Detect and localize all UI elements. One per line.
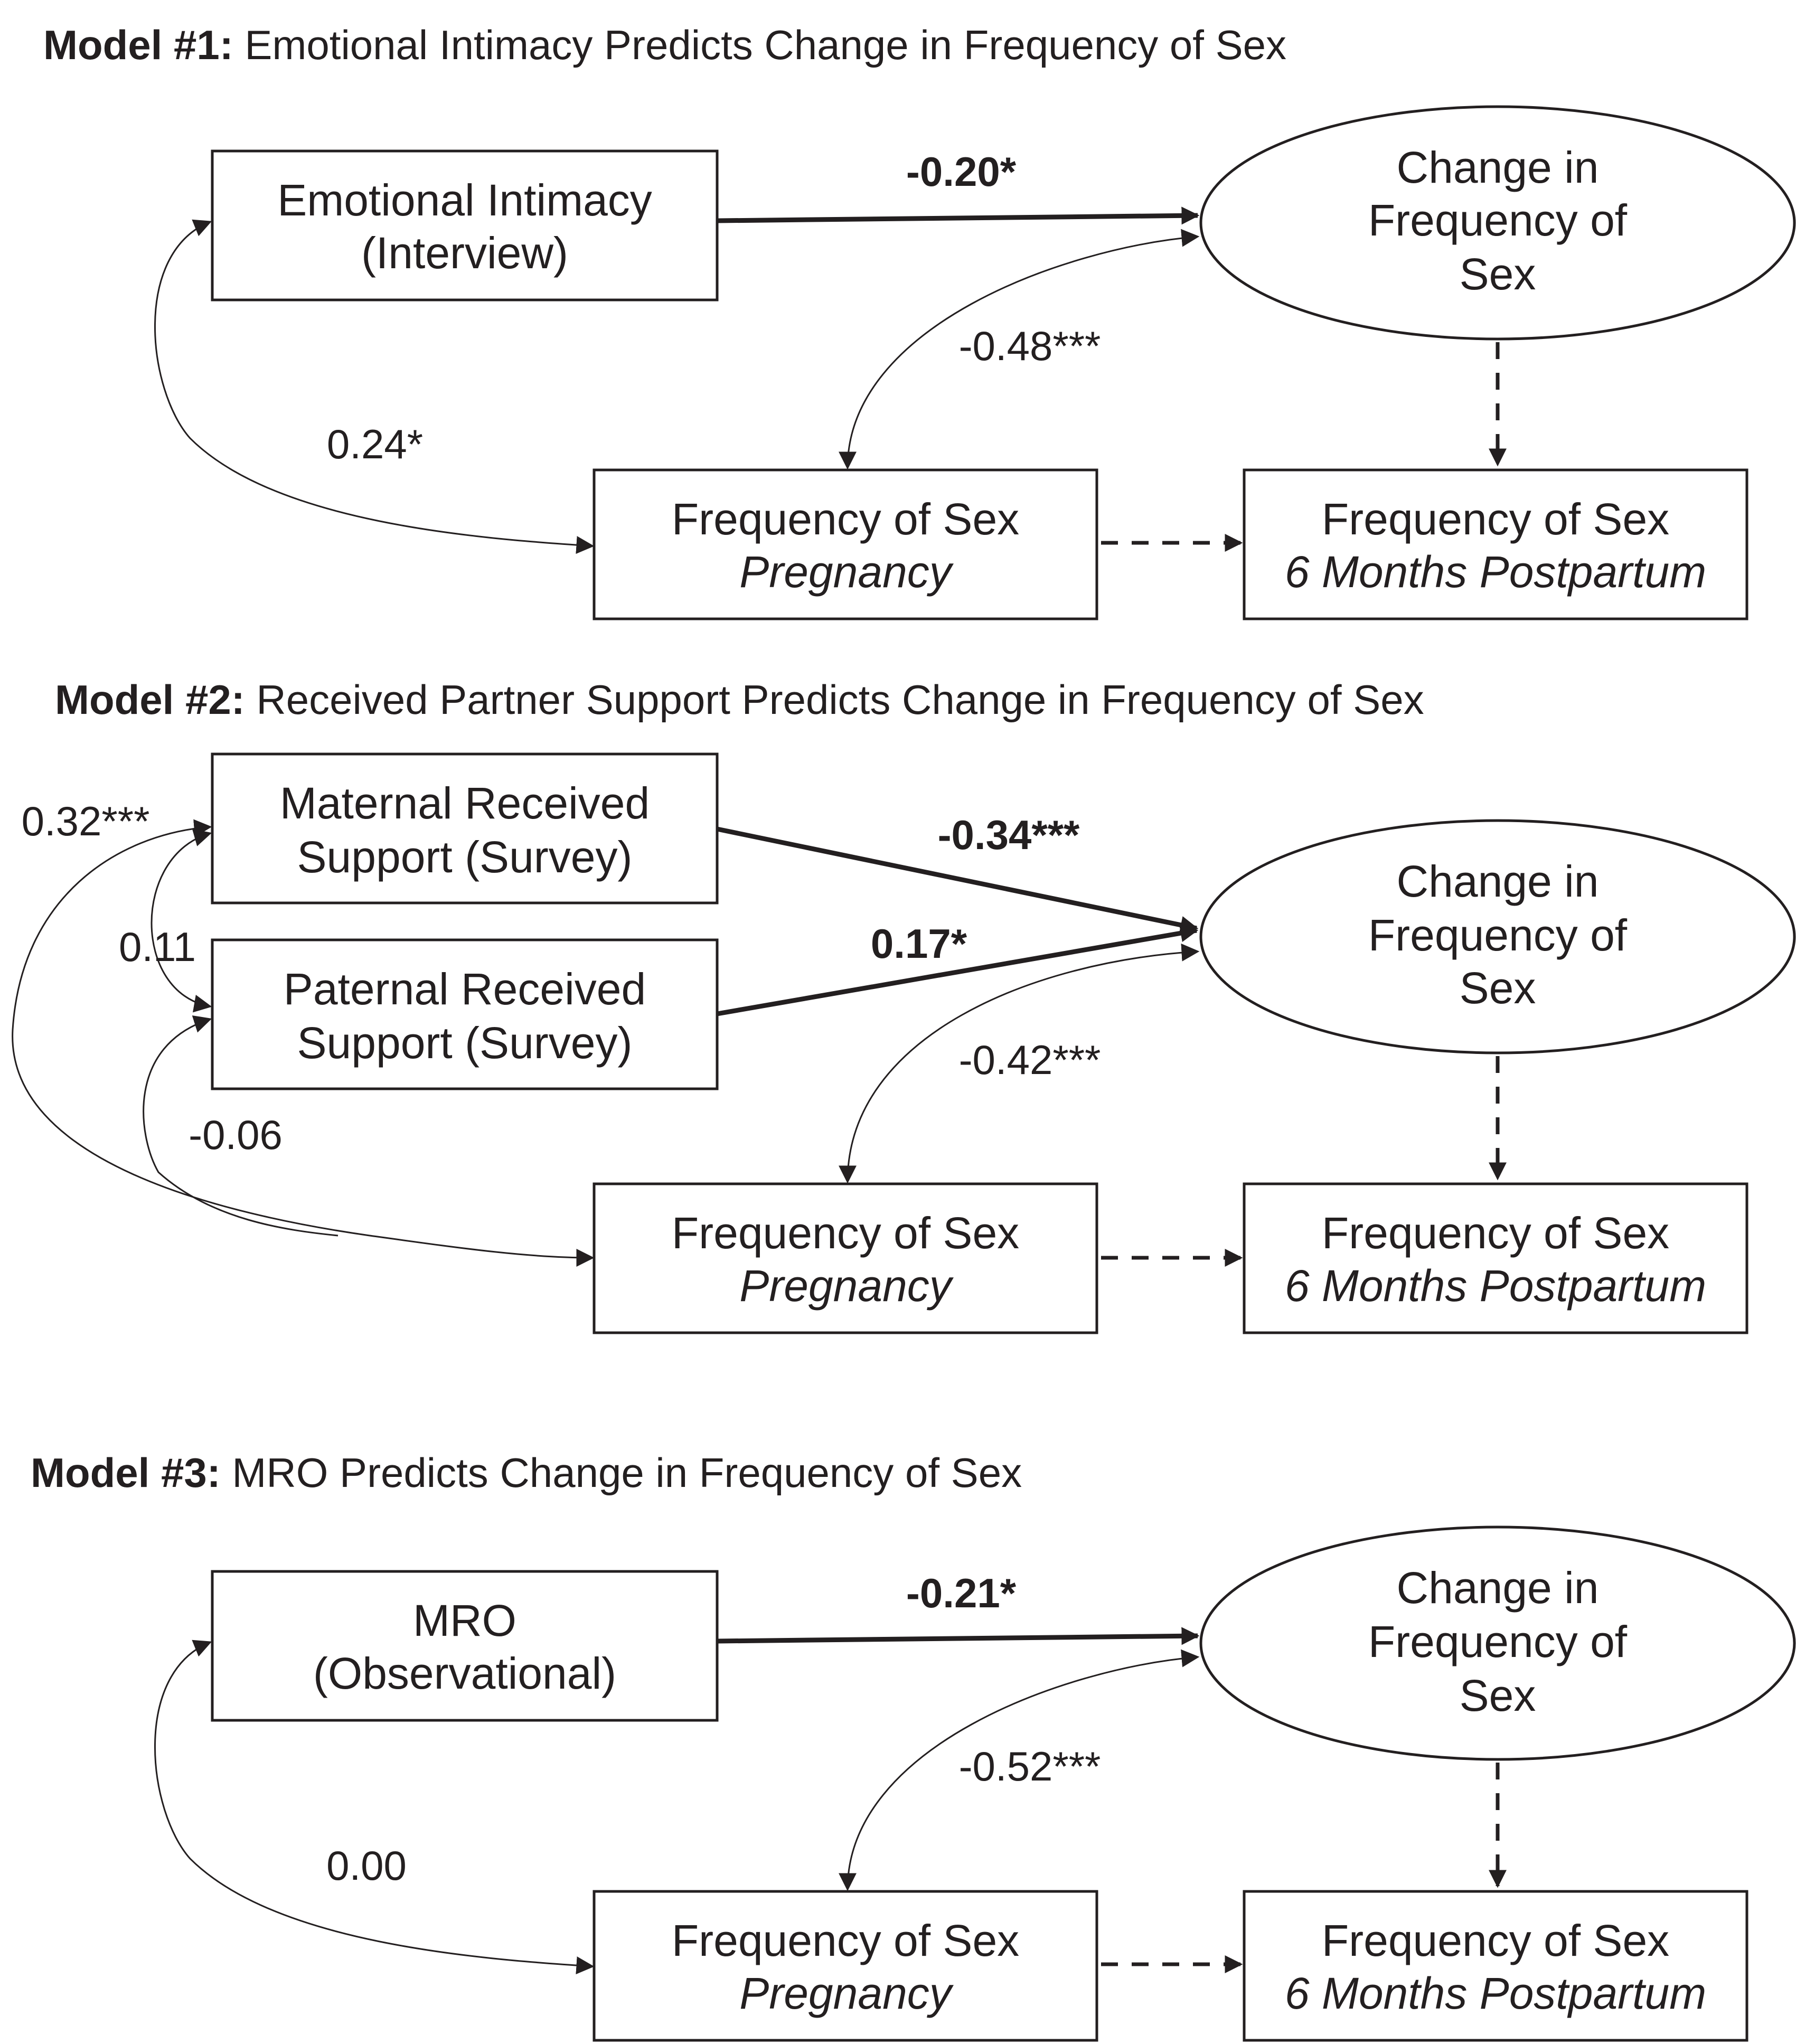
model-3-predictor-line2: (Observational)	[313, 1649, 616, 1698]
model-3-postpartum-line1: Frequency of Sex	[1322, 1916, 1669, 1965]
model-1-postpartum-line1: Frequency of Sex	[1322, 494, 1669, 544]
model-3-postpartum-line2: 6 Months Postpartum	[1285, 1968, 1706, 2018]
model-2-cov-outcome-pregnancy-label: -0.42***	[959, 1037, 1101, 1083]
model-1-heading-label: Model #1:	[43, 22, 233, 68]
model-3-cov-outcome-pregnancy-label: -0.52***	[959, 1743, 1101, 1789]
model-2-cov-maternal-paternal-label: 0.11	[119, 924, 196, 970]
model-2-paternal-line2: Support (Survey)	[297, 1018, 633, 1068]
model-3-heading-title: MRO Predicts Change in Frequency of Sex	[221, 1449, 1022, 1496]
model-3-path-coef: -0.21*	[906, 1570, 1017, 1616]
model-3-predictor-box: MRO (Observational)	[211, 1570, 719, 1722]
model-1-predictor-line1: Emotional Intimacy	[277, 175, 652, 225]
model-3-outcome-line2: Frequency of	[1368, 1617, 1628, 1666]
model-1-cov-predictor-pregnancy-label: 0.24*	[327, 421, 423, 467]
model-2-cov-paternal-pregnancy-label: -0.06	[189, 1112, 283, 1158]
model-1-path-predictor-to-outcome	[717, 206, 1200, 225]
model-3-outcome-oval: Change in Frequency of Sex	[1199, 1525, 1796, 1761]
model-2-cov-maternal-paternal	[151, 829, 212, 1013]
model-1-outcome-line2: Frequency of	[1368, 195, 1628, 245]
model-3-pregnancy-line1: Frequency of Sex	[672, 1916, 1019, 1965]
model-2-maternal-line1: Maternal Received	[280, 778, 650, 828]
model-2-maternal-box: Maternal Received Support (Survey)	[211, 752, 719, 905]
model-1-predictor-line2: (Interview)	[361, 228, 568, 278]
model-2-paternal-box: Paternal Received Support (Survey)	[211, 938, 719, 1090]
model-2: Model #2: Received Partner Support Predi…	[12, 676, 1796, 1334]
model-3-postpartum-box: Frequency of Sex 6 Months Postpartum	[1243, 1890, 1748, 2042]
model-2-cov-outcome-pregnancy	[839, 943, 1200, 1184]
model-1-cov-outcome-pregnancy	[839, 229, 1200, 470]
model-2-outcome-line3: Sex	[1460, 963, 1536, 1013]
model-3-heading-label: Model #3:	[31, 1449, 221, 1496]
model-1-cov-predictor-pregnancy	[154, 219, 595, 554]
model-3-cov-predictor-pregnancy	[154, 1640, 595, 1975]
model-3-heading: Model #3: MRO Predicts Change in Frequen…	[31, 1449, 1022, 1496]
model-2-postpartum-line1: Frequency of Sex	[1322, 1208, 1669, 1258]
model-2-pregnancy-box: Frequency of Sex Pregnancy	[593, 1182, 1098, 1334]
model-1-postpartum-line2: 6 Months Postpartum	[1285, 547, 1706, 597]
model-3-outcome-line1: Change in	[1397, 1563, 1599, 1613]
model-2-postpartum-box: Frequency of Sex 6 Months Postpartum	[1243, 1182, 1748, 1334]
model-2-pregnancy-line1: Frequency of Sex	[672, 1208, 1019, 1258]
model-3-path-predictor-to-outcome	[717, 1627, 1200, 1645]
model-2-cov-maternal-pregnancy	[12, 819, 595, 1267]
model-2-postpartum-line2: 6 Months Postpartum	[1285, 1261, 1706, 1311]
model-2-cov-maternal-pregnancy-label: 0.32***	[22, 798, 150, 844]
model-2-heading-title: Received Partner Support Predicts Change…	[245, 676, 1424, 723]
model-1-outcome-line3: Sex	[1460, 249, 1536, 299]
model-1-path-coef: -0.20*	[906, 148, 1017, 195]
model-1-heading-title: Emotional Intimacy Predicts Change in Fr…	[233, 22, 1286, 68]
model-3-pregnancy-line2: Pregnancy	[739, 1968, 954, 2018]
model-2-outcome-line2: Frequency of	[1368, 910, 1628, 960]
model-1-pregnancy-line1: Frequency of Sex	[672, 494, 1019, 544]
model-2-heading: Model #2: Received Partner Support Predi…	[55, 676, 1424, 723]
model-3: Model #3: MRO Predicts Change in Frequen…	[31, 1449, 1796, 2042]
model-1-outcome-oval: Change in Frequency of Sex	[1199, 105, 1796, 341]
model-1-pregnancy-box: Frequency of Sex Pregnancy	[593, 468, 1098, 620]
model-1-cov-outcome-pregnancy-label: -0.48***	[959, 323, 1101, 369]
model-2-paternal-line1: Paternal Received	[284, 964, 646, 1014]
model-1-outcome-line1: Change in	[1397, 143, 1599, 192]
model-3-pregnancy-box: Frequency of Sex Pregnancy	[593, 1890, 1098, 2042]
model-1-predictor-box: Emotional Intimacy (Interview)	[211, 149, 719, 302]
model-2-heading-label: Model #2:	[55, 676, 245, 723]
model-2-pregnancy-line2: Pregnancy	[739, 1261, 954, 1311]
model-1: Model #1: Emotional Intimacy Predicts Ch…	[43, 22, 1796, 620]
model-3-cov-outcome-pregnancy	[839, 1649, 1200, 1891]
model-2-path-coef-paternal: 0.17*	[871, 920, 967, 967]
model-2-path-coef-maternal: -0.34***	[938, 812, 1080, 858]
model-1-heading: Model #1: Emotional Intimacy Predicts Ch…	[43, 22, 1286, 68]
model-1-pregnancy-line2: Pregnancy	[739, 547, 954, 597]
model-2-maternal-line2: Support (Survey)	[297, 832, 633, 882]
model-1-postpartum-box: Frequency of Sex 6 Months Postpartum	[1243, 468, 1748, 620]
model-3-cov-predictor-pregnancy-label: 0.00	[326, 1842, 407, 1889]
model-2-outcome-oval: Change in Frequency of Sex	[1199, 819, 1796, 1054]
model-2-outcome-line1: Change in	[1397, 856, 1599, 906]
model-3-outcome-line3: Sex	[1460, 1671, 1536, 1720]
model-3-predictor-line1: MRO	[413, 1596, 516, 1645]
model-2-path-maternal-to-outcome	[717, 826, 1199, 934]
model-2-cov-paternal-pregnancy	[143, 1015, 338, 1237]
